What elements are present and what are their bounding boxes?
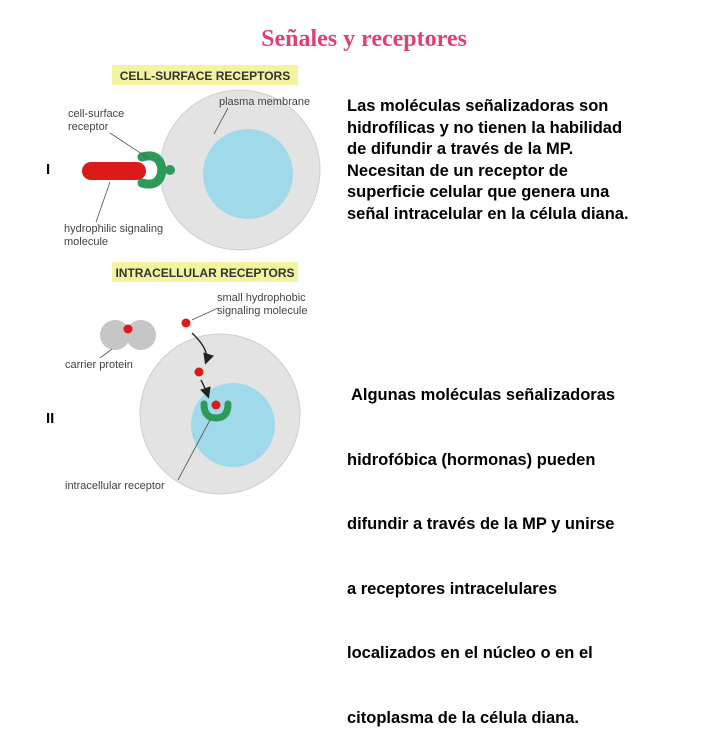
section-label-ii: II	[46, 410, 55, 427]
receptor-base	[165, 165, 175, 175]
carrier-protein-right	[126, 320, 156, 350]
paragraph-line: señal intracelular en la célula diana.	[347, 204, 629, 223]
callout-hydrophobic-molecule-line2: signaling molecule	[217, 305, 308, 317]
arrow-diffusion-1	[191, 332, 214, 365]
leader-molecule	[95, 181, 111, 223]
leader-hydrophobic-molecule	[191, 307, 219, 321]
paragraph-line: difundir a través de la MP y unirse	[347, 515, 615, 533]
nucleus-ii	[191, 383, 275, 467]
callout-cell-surface-receptor-line2: receptor	[68, 121, 109, 133]
paragraph-line: Algunas moléculas señalizadoras	[347, 386, 616, 404]
callout-hydrophilic-molecule-line1: hydrophilic signaling	[64, 223, 163, 235]
paragraph-line: a receptores intracelulares	[347, 579, 558, 598]
bound-signaling-molecule	[123, 324, 133, 334]
header-intracellular-receptors: INTRACELLULAR RECEPTORS	[115, 266, 294, 280]
paragraph-line: citoplasma de la célula diana.	[347, 708, 580, 727]
leader-carrier-protein	[99, 348, 113, 359]
free-signaling-molecule	[181, 318, 191, 328]
callout-hydrophilic-molecule-line2: molecule	[64, 236, 108, 248]
intracellular-receptor	[200, 400, 232, 422]
leader-receptor	[109, 132, 149, 159]
header-band-cell-surface	[112, 65, 298, 85]
receptor-bound-molecule	[211, 400, 221, 410]
page-title: Señales y receptores	[261, 26, 467, 52]
callout-plasma-membrane: plasma membrane	[219, 96, 310, 108]
paragraph-intracellular: Algunas moléculas señalizadoras hidrofób…	[347, 342, 615, 751]
paragraph-cell-surface: Las moléculas señalizadoras son hidrofíl…	[347, 96, 629, 225]
paragraph-line: hidrofóbica (hormonas) pueden	[347, 450, 596, 469]
cytoplasm-signaling-molecule	[194, 367, 204, 377]
callout-intracellular-receptor: intracellular receptor	[65, 480, 165, 492]
header-cell-surface-receptors: CELL-SURFACE RECEPTORS	[120, 69, 290, 83]
paragraph-line: hidrofílicas y no tienen la habilidad	[347, 118, 623, 137]
header-band-intracellular	[112, 262, 298, 282]
paragraph-line: Necesitan de un receptor de	[347, 161, 568, 180]
callout-carrier-protein: carrier protein	[65, 359, 133, 371]
callout-cell-surface-receptor-line1: cell-surface	[68, 108, 124, 120]
receptor-diagrams: CELL-SURFACE RECEPTORS cell-surface rece…	[64, 65, 321, 495]
paragraph-line: de difundir a través de la MP.	[347, 140, 574, 158]
hydrophilic-signaling-molecule	[82, 162, 146, 180]
section-label-i: I	[46, 161, 51, 178]
cell-surface-receptor	[137, 151, 167, 189]
leader-membrane	[213, 107, 229, 135]
leader-intracellular-receptor	[177, 419, 211, 481]
arrow-diffusion-2	[200, 379, 211, 399]
callout-hydrophobic-molecule-line1: small hydrophobic	[217, 292, 306, 304]
paragraph-line: localizados en el núcleo o en el	[347, 644, 593, 662]
nucleus-i	[203, 129, 293, 219]
paragraph-line: superficie celular que genera una	[347, 183, 610, 201]
carrier-protein-left	[100, 320, 130, 350]
paragraph-line: Las moléculas señalizadoras son	[347, 97, 609, 115]
